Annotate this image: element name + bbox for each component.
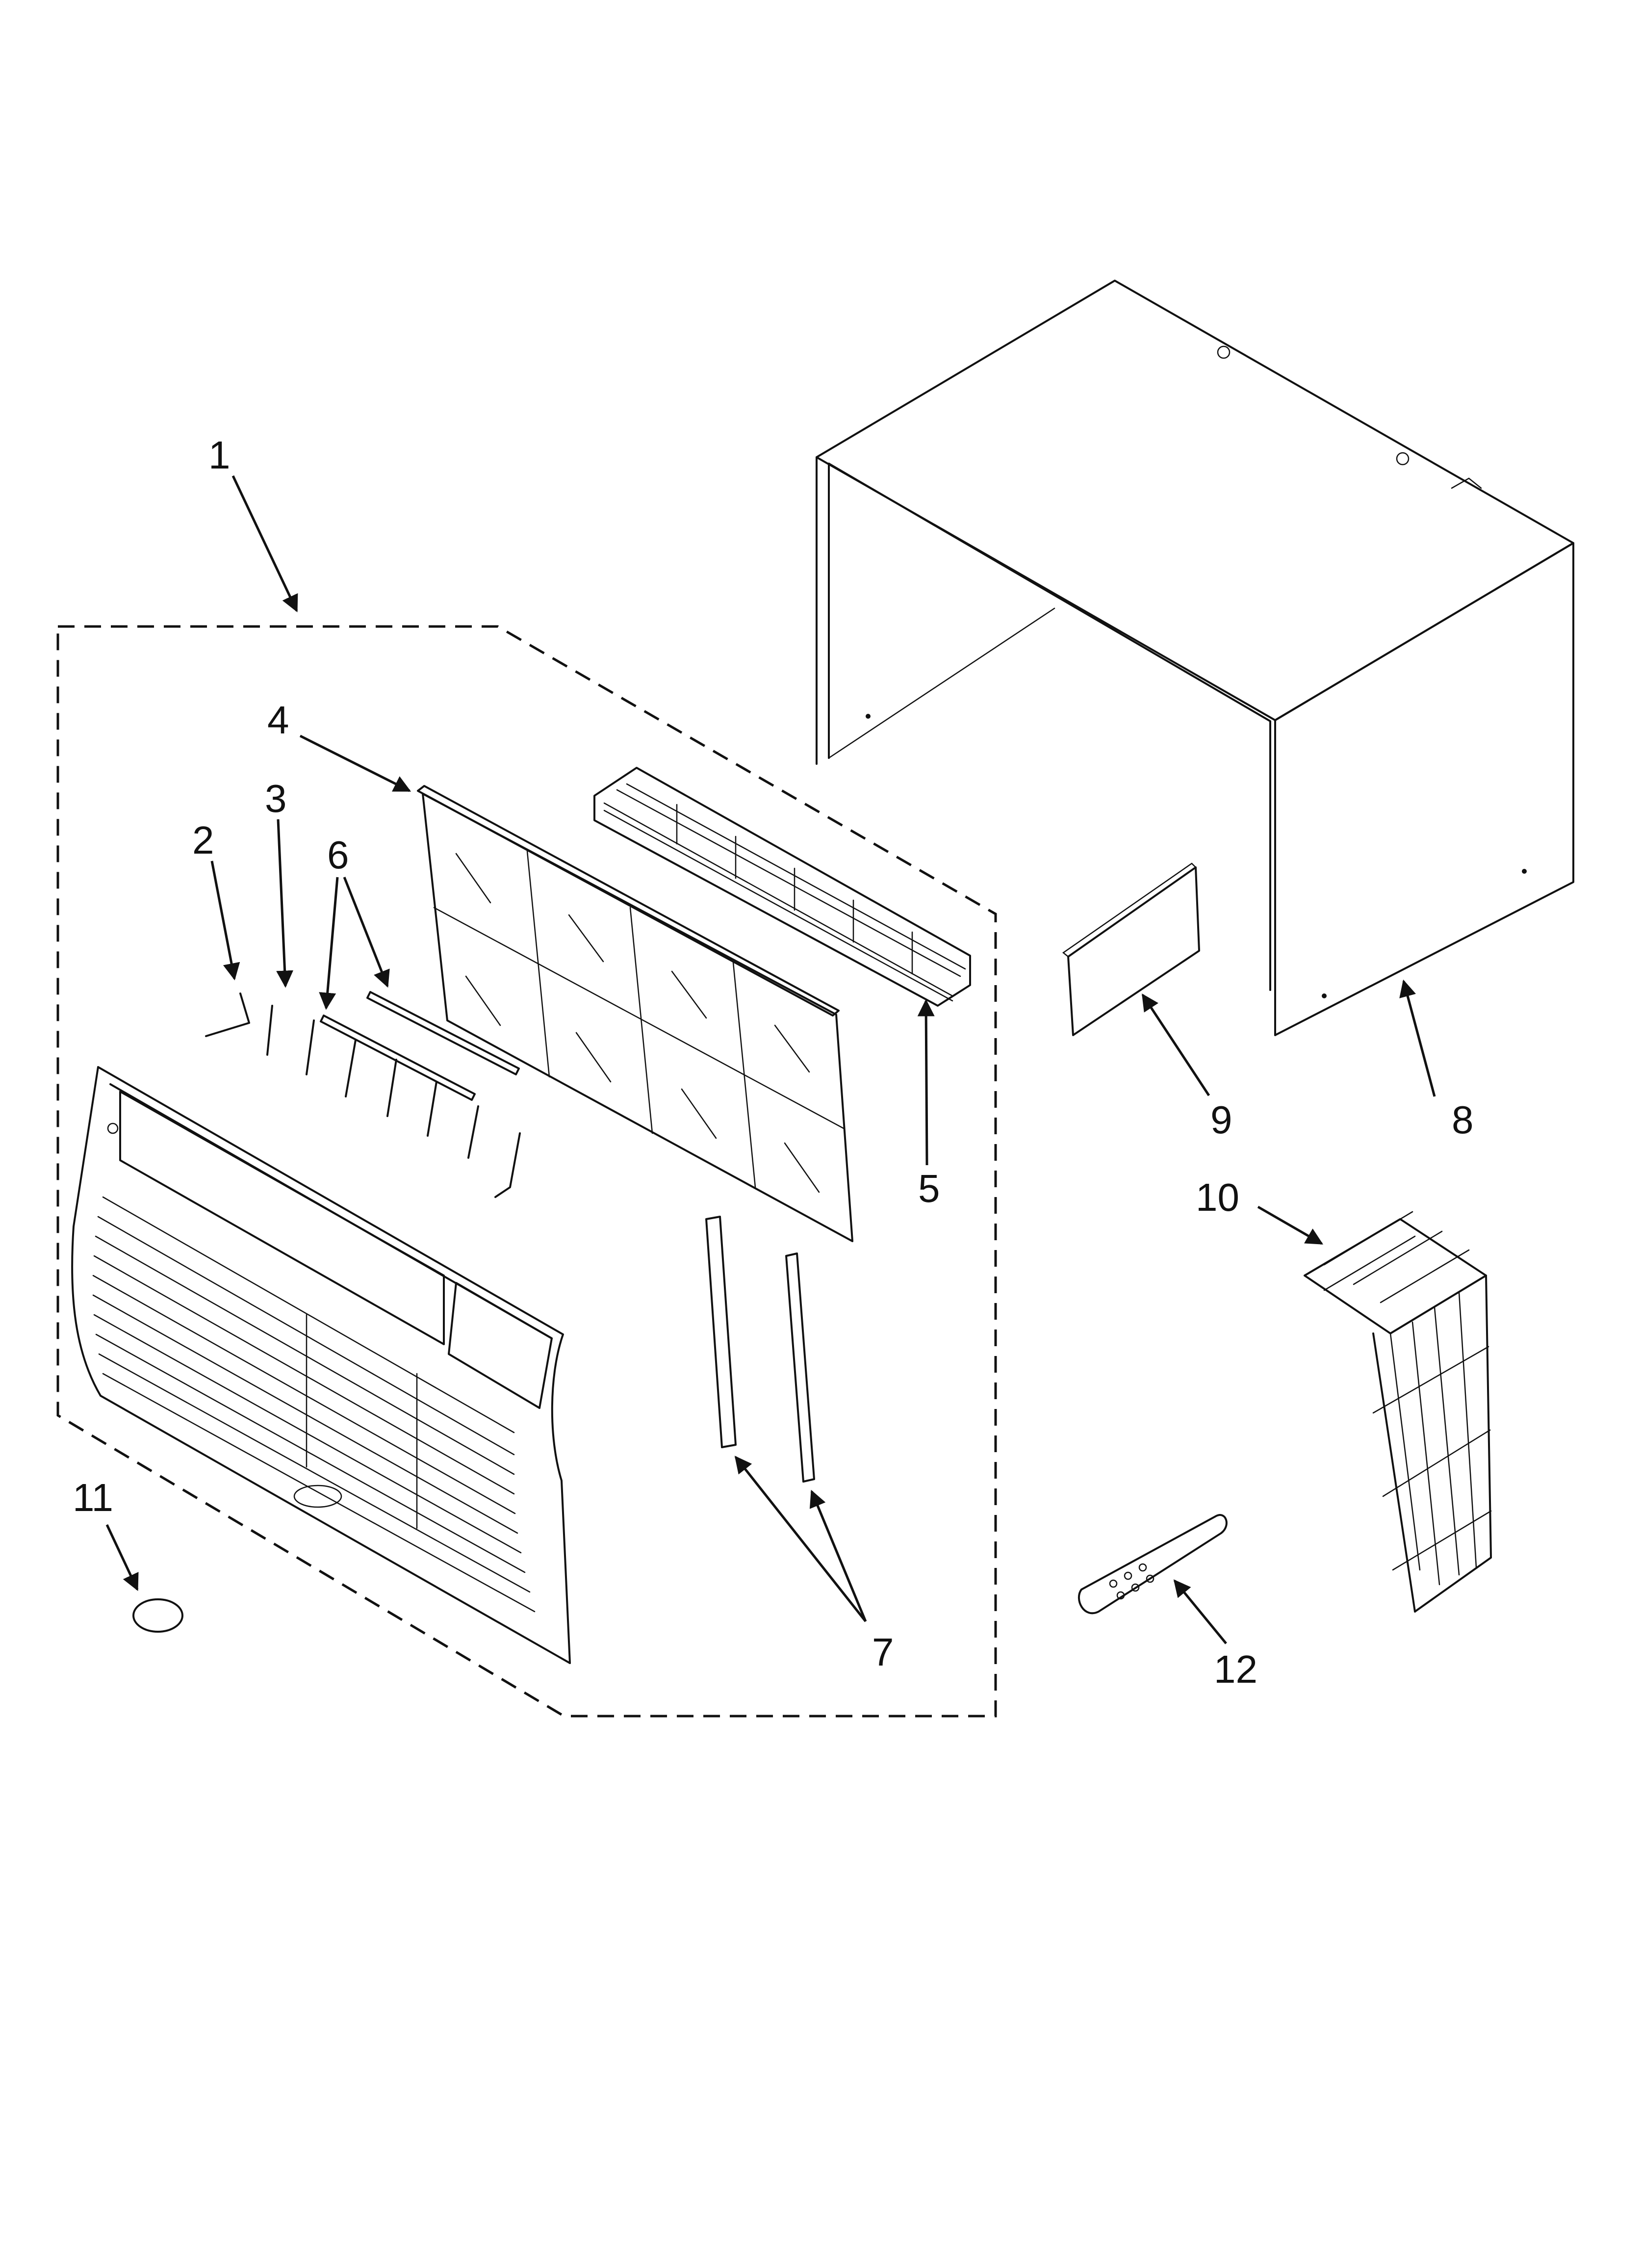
- top-grille: [593, 767, 971, 1007]
- louver-clips: [205, 992, 521, 1198]
- callout-12: 12: [1214, 1647, 1257, 1691]
- callout-11: 11: [73, 1476, 113, 1519]
- outer-cabinet: [816, 280, 1574, 1036]
- callout-1: 1: [208, 433, 231, 477]
- louver-strips: [320, 991, 520, 1101]
- callout-6: 6: [327, 833, 349, 877]
- air-filter: [417, 785, 853, 1242]
- callout-5: 5: [918, 1167, 940, 1210]
- leader-lines: [105, 475, 1436, 1644]
- callout-8: 8: [1452, 1098, 1474, 1142]
- callout-7: 7: [872, 1630, 894, 1674]
- front-assembly-boundary: [56, 625, 997, 1718]
- wire-guard: [1304, 1211, 1492, 1613]
- callout-4: 4: [267, 698, 289, 742]
- side-seals: [705, 1216, 815, 1483]
- side-panel: [1062, 862, 1200, 1036]
- callout-10: 10: [1196, 1175, 1239, 1219]
- callout-labels: 1 2 3 4 5 6 7 8 9 10 11 12: [73, 433, 1474, 1691]
- knob-cap: [132, 1598, 183, 1633]
- front-panel: [71, 1066, 571, 1664]
- callout-9: 9: [1210, 1098, 1232, 1142]
- callout-2: 2: [192, 818, 214, 862]
- callout-3: 3: [265, 777, 287, 820]
- remote-control: [1078, 1514, 1228, 1615]
